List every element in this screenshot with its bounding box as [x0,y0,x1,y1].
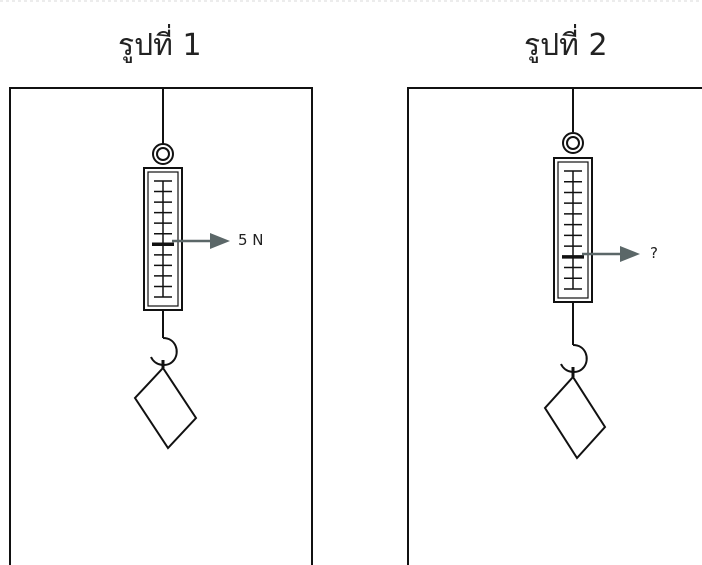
pointer-arrow-1 [172,233,230,249]
scale-ticks-2 [562,170,584,290]
pointer-arrow-2 [582,246,640,262]
frame-1 [9,87,313,565]
ring-2 [562,132,584,154]
frame-2 [407,87,702,565]
hook-2 [560,302,588,377]
figure-2 [407,87,702,565]
figure-1 [9,87,313,565]
ring-1 [152,143,174,165]
hanging-mass-2 [543,375,607,460]
spring-scale-inner-1 [147,171,179,307]
figure-1-reading: 5 N [238,231,264,249]
hanging-mass-1 [133,366,198,450]
figure-2-reading: ? [650,244,658,262]
spring-scale-inner-2 [557,161,589,299]
scale-ticks-1 [152,180,174,298]
hook-1 [150,310,178,368]
figure-1-title: รูปที่ 1 [118,28,202,63]
figure-2-title: รูปที่ 2 [524,28,608,63]
